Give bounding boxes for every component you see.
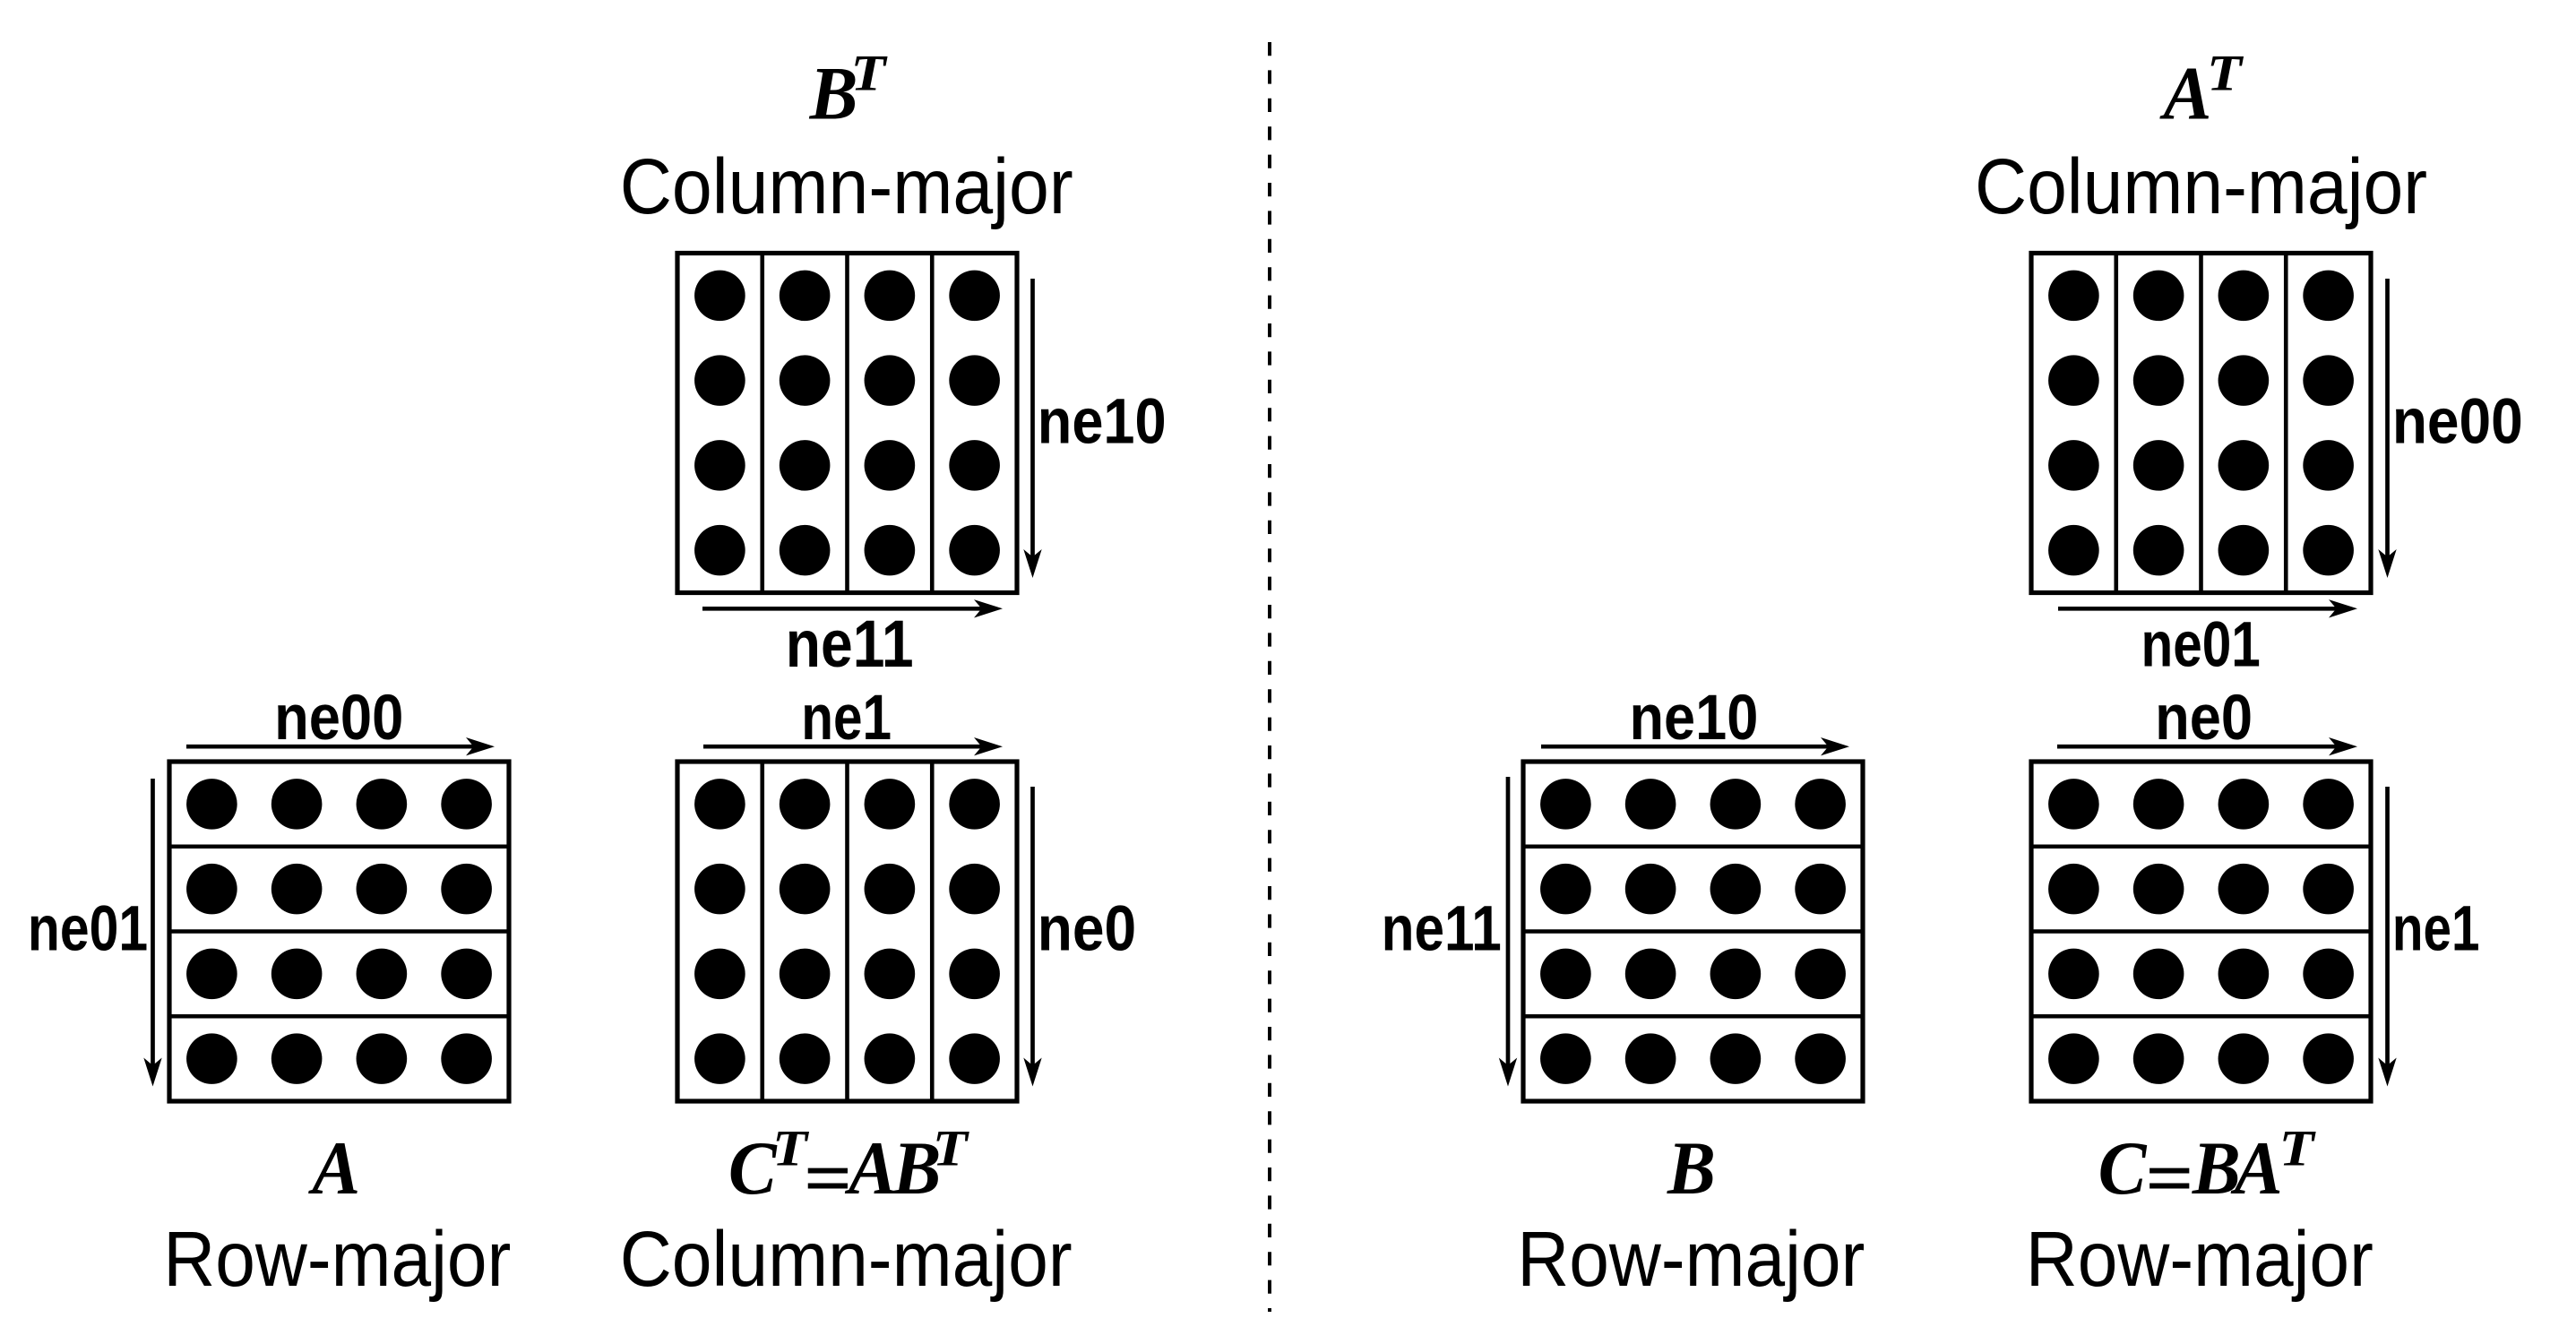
svg-text:A: A bbox=[307, 1125, 360, 1210]
svg-text:B: B bbox=[809, 51, 858, 135]
svg-text:Row-major: Row-major bbox=[163, 1216, 511, 1303]
svg-text:ne0: ne0 bbox=[2155, 682, 2253, 754]
svg-text:=: = bbox=[803, 1136, 851, 1220]
svg-text:Column-major: Column-major bbox=[620, 1216, 1073, 1303]
svg-text:ne1: ne1 bbox=[2392, 892, 2480, 964]
svg-text:C: C bbox=[2098, 1125, 2149, 1210]
svg-text:Row-major: Row-major bbox=[1517, 1216, 1865, 1303]
svg-text:T: T bbox=[2207, 46, 2244, 102]
svg-text:Column-major: Column-major bbox=[1975, 143, 2427, 230]
svg-text:ne11: ne11 bbox=[1382, 892, 1502, 964]
svg-text:ne11: ne11 bbox=[786, 607, 914, 681]
svg-text:A: A bbox=[2159, 51, 2212, 135]
svg-text:ne10: ne10 bbox=[1038, 386, 1167, 458]
svg-text:T: T bbox=[772, 1121, 809, 1177]
svg-text:ne01: ne01 bbox=[2141, 609, 2261, 681]
svg-text:B: B bbox=[2192, 1125, 2241, 1210]
svg-text:ne01: ne01 bbox=[28, 892, 148, 964]
svg-text:T: T bbox=[933, 1121, 969, 1177]
svg-text:ne00: ne00 bbox=[274, 682, 403, 754]
svg-text:A: A bbox=[844, 1125, 897, 1210]
svg-text:=: = bbox=[2145, 1136, 2193, 1220]
svg-text:C: C bbox=[728, 1125, 779, 1210]
svg-text:T: T bbox=[850, 46, 887, 102]
svg-text:ne1: ne1 bbox=[801, 682, 892, 754]
svg-text:Row-major: Row-major bbox=[2026, 1216, 2374, 1303]
svg-text:A: A bbox=[2230, 1125, 2283, 1210]
svg-text:B: B bbox=[892, 1125, 942, 1210]
svg-text:T: T bbox=[2279, 1121, 2316, 1177]
svg-text:ne0: ne0 bbox=[1038, 892, 1136, 964]
svg-text:B: B bbox=[1667, 1125, 1716, 1210]
svg-text:Column-major: Column-major bbox=[620, 143, 1073, 230]
svg-text:ne00: ne00 bbox=[2392, 386, 2523, 458]
svg-text:ne10: ne10 bbox=[1629, 682, 1758, 754]
